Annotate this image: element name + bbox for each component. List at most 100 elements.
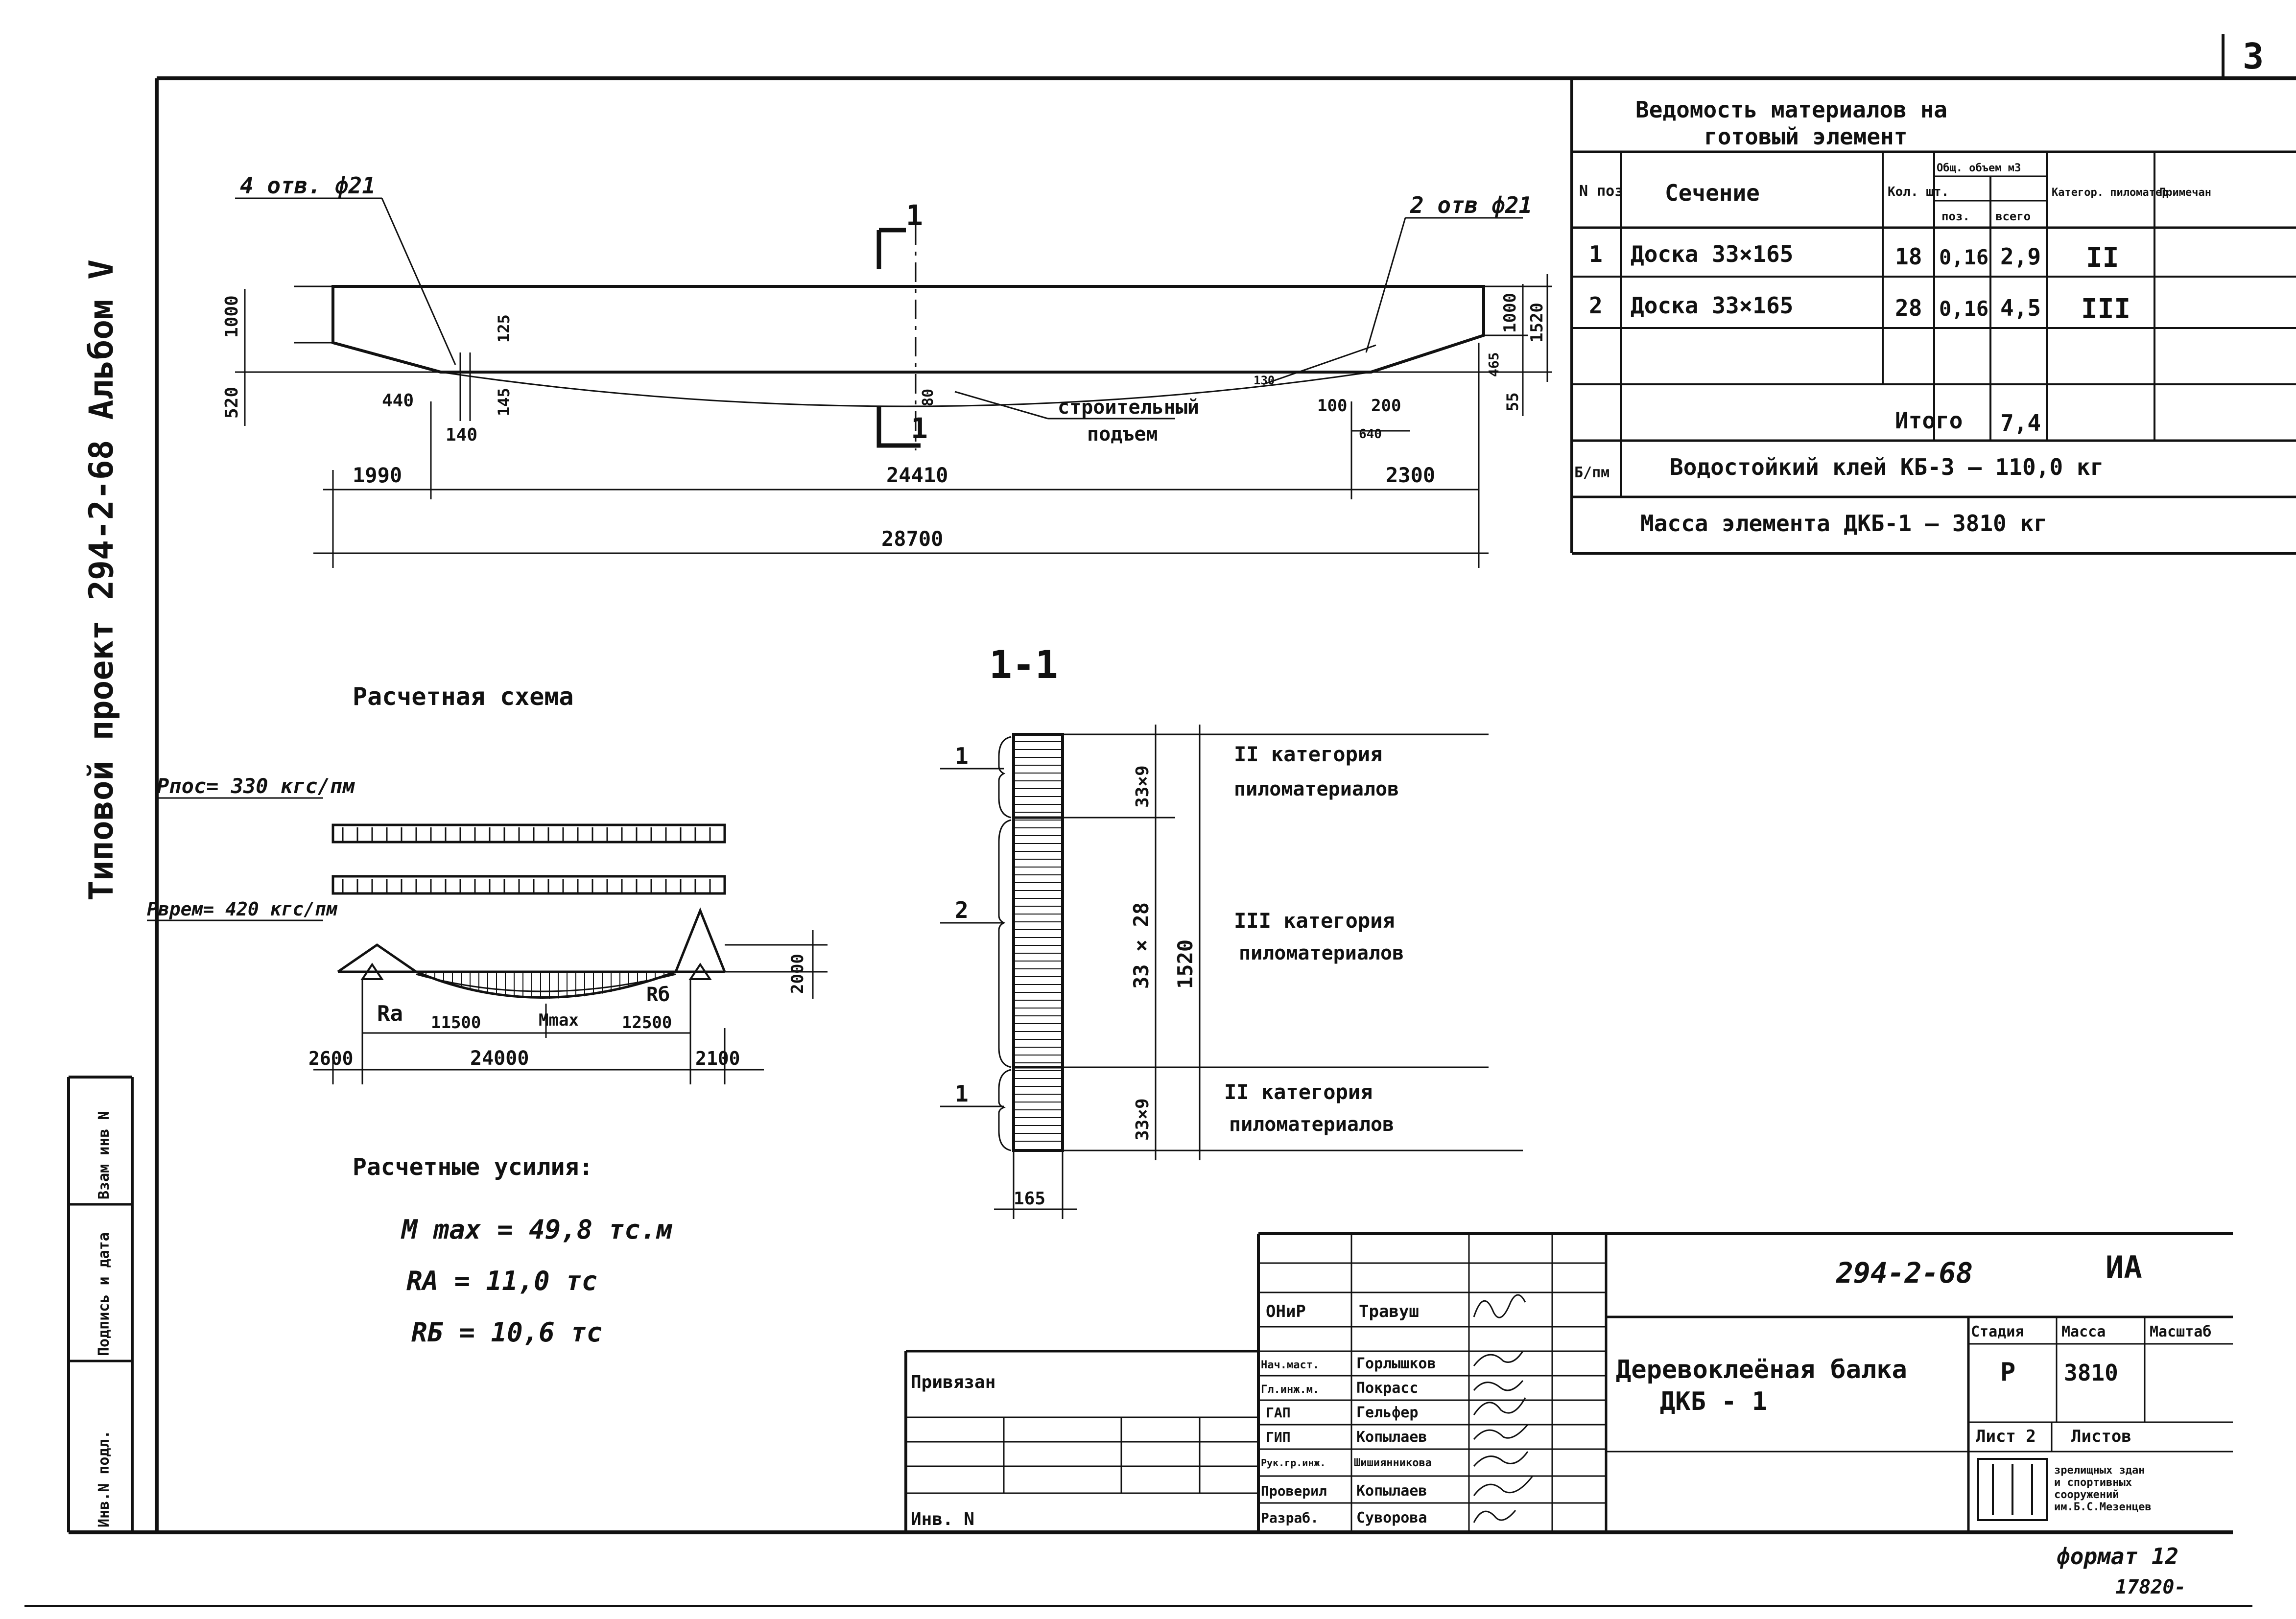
dim-2600: 2600 — [308, 1048, 354, 1069]
dim-span-left: 1990 — [353, 463, 402, 487]
load-diagram — [147, 797, 828, 1084]
dim-24000: 24000 — [470, 1047, 529, 1070]
reaction-b-label: Rб — [646, 984, 670, 1006]
row1-vol-pos: 0,16 — [1939, 245, 1988, 269]
tb-inv: Инв. N — [911, 1509, 974, 1529]
section-mark-top: 1 — [906, 199, 923, 232]
layer-bottom-cat-1: II категория — [1224, 1080, 1373, 1104]
materials-table — [1570, 78, 2296, 555]
materials-title-2: готовый элемент — [1704, 123, 1907, 150]
dim-12500: 12500 — [622, 1013, 672, 1032]
hole-right-label: 2 отв ф21 — [1410, 192, 1532, 218]
layer-top-mark: 1 — [955, 743, 969, 769]
section-mark-bottom: 1 — [911, 412, 928, 445]
staff-role-1: Нач.маст. — [1261, 1359, 1319, 1371]
row2-vol-all: 4,5 — [2000, 295, 2041, 321]
layer-top-dim: 33×9 — [1133, 765, 1153, 808]
section-1-1 — [940, 725, 1523, 1219]
stamp-vzam-inv: Взам инв N — [95, 1111, 113, 1199]
load-arrows-permanent — [342, 827, 711, 841]
tb-stage-header: Стадия — [1971, 1323, 2024, 1340]
tb-org-1: зрелищных здан — [2054, 1464, 2145, 1477]
row1-qty: 18 — [1895, 243, 1922, 270]
header-vol-pos: поз. — [1941, 210, 1970, 223]
header-category: Категор. пиломатер — [2052, 187, 2168, 199]
force-mmax: M max = 49,8 тс.м — [401, 1214, 673, 1245]
total-value: 7,4 — [2000, 410, 2041, 436]
beam-elevation — [235, 197, 1552, 568]
layer-mid-cat-1: III категория — [1234, 909, 1395, 933]
dim-125: 125 — [495, 314, 513, 343]
tb-org-2: и спортивных — [2054, 1477, 2132, 1489]
row2-vol-pos: 0,16 — [1939, 297, 1988, 321]
dim-2100: 2100 — [695, 1048, 740, 1069]
row2-qty: 28 — [1895, 295, 1922, 321]
tb-code: 294-2-68 — [1836, 1256, 1973, 1290]
staff-name-2: Покрасс — [1356, 1380, 1418, 1397]
header-note: Примечан — [2159, 187, 2211, 199]
dim-2000: 2000 — [788, 954, 807, 994]
staff-role-2: Гл.инж.м. — [1261, 1384, 1319, 1396]
layer-top-cat-2: пиломатериалов — [1234, 778, 1399, 800]
load-arrows-temporary — [342, 879, 711, 892]
force-ra: RA = 11,0 тс — [406, 1266, 597, 1296]
dim-h-left: 1000 — [222, 295, 242, 338]
tb-privyazan: Привязан — [911, 1372, 995, 1392]
staff-role-7: Разраб. — [1261, 1510, 1319, 1526]
force-rb: RБ = 10,6 тс — [411, 1317, 602, 1348]
section-width-dim: 165 — [1014, 1189, 1045, 1209]
tb-name-2: ДКБ - 1 — [1660, 1387, 1767, 1416]
sheet-corner-number: 3 — [2243, 36, 2264, 77]
scheme-title: Расчетная схема — [353, 682, 574, 711]
reaction-a-label: Ra — [377, 1001, 403, 1026]
mass-line: Масса элемента ДКБ-1 — 3810 кг — [1640, 510, 2047, 537]
staff-name-4: Копылаев — [1356, 1429, 1427, 1446]
moment-hatching — [426, 973, 664, 999]
section-laminations — [1015, 741, 1062, 1142]
glue-line: Водостойкий клей КБ-3 — 110,0 кг — [1670, 454, 2104, 480]
dim-130: 130 — [1254, 374, 1275, 387]
dim-465: 465 — [1486, 352, 1502, 377]
dim-100: 100 — [1317, 396, 1347, 416]
layer-mid-cat-2: пиломатериалов — [1239, 942, 1404, 964]
dim-span-mid: 24410 — [886, 463, 948, 487]
section-title: 1-1 — [989, 643, 1058, 687]
title-block — [904, 1232, 2233, 1533]
tb-sheets: Листов — [2071, 1427, 2131, 1446]
load-temporary-label: Pврем= 420 кгс/пм — [147, 898, 338, 920]
stamp-inv-podl: Инв.N подл. — [95, 1430, 113, 1527]
row1-pos: 1 — [1589, 241, 1603, 267]
total-label: Итого — [1895, 407, 1963, 434]
sheet-frame — [24, 34, 2296, 1607]
staff-name-5: Шишиянникова — [1354, 1457, 1432, 1469]
staff-name-7: Суворова — [1356, 1509, 1427, 1526]
camber-label-2: подъем — [1087, 423, 1158, 446]
row2-category: III — [2081, 293, 2130, 325]
layer-mid-mark: 2 — [955, 897, 969, 923]
staff-name-0: Травуш — [1359, 1302, 1419, 1321]
dim-200: 200 — [1371, 396, 1401, 416]
row1-section: Доска 33×165 — [1631, 241, 1793, 267]
tb-suffix: ИА — [2106, 1249, 2142, 1285]
header-volume: Общ. объем м3 — [1937, 162, 2021, 174]
signature-marks — [1473, 1294, 1534, 1523]
header-section: Сечение — [1665, 180, 1760, 206]
dim-140: 140 — [446, 425, 477, 445]
row1-category: II — [2086, 242, 2119, 274]
staff-role-4: ГИП — [1266, 1429, 1291, 1445]
row2-section: Доска 33×165 — [1631, 292, 1793, 319]
staff-role-5: Рук.гр.инж. — [1261, 1457, 1326, 1469]
tb-stage: Р — [2000, 1358, 2015, 1387]
forces-title: Расчетные усилия: — [353, 1153, 593, 1181]
dim-total: 28700 — [881, 527, 943, 551]
tb-mass: 3810 — [2064, 1360, 2118, 1386]
dim-80: 80 — [920, 389, 937, 406]
tb-scale-header: Масштаб — [2150, 1323, 2211, 1340]
row1-vol-all: 2,9 — [2000, 243, 2041, 270]
mmax-label: Mmax — [539, 1010, 579, 1030]
staff-name-6: Копылаев — [1356, 1482, 1427, 1500]
section-height-dim: 1520 — [1173, 939, 1197, 989]
layer-bottom-dim: 33×9 — [1133, 1098, 1153, 1141]
tb-name-1: Деревоклеёная балка — [1616, 1355, 1907, 1384]
header-qty: Кол. шт. — [1888, 185, 1949, 199]
